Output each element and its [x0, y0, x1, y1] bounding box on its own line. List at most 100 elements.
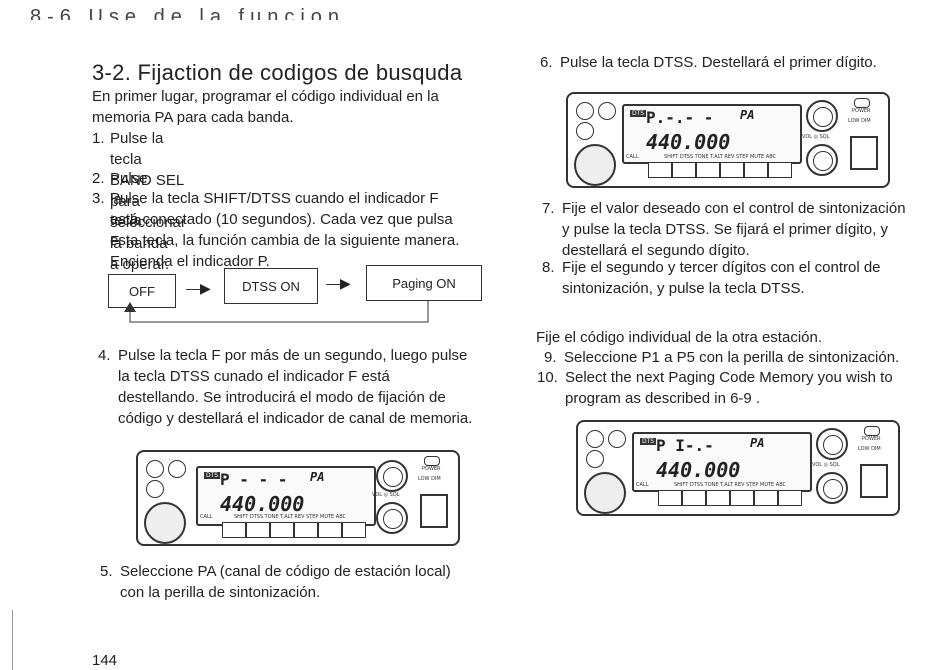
vol-sql-label: VOL ◎ SQL: [812, 462, 840, 468]
arrow-right-icon: —▶: [186, 280, 211, 296]
lcd-pa-readout: PA: [740, 108, 755, 122]
lcd-paging-readout: P I-.-: [656, 436, 714, 455]
lcd-frequency: 440.000: [220, 492, 305, 516]
step-number: 4.: [98, 347, 111, 364]
lcd-paging-readout: P.-.- -: [646, 108, 714, 127]
step-line: está conectado (10 segundos). Cada vez q…: [110, 211, 453, 228]
upper-knob-icon: [816, 428, 848, 460]
power-button-icon: [864, 426, 880, 436]
key-labels: SHIFT DTSS TONE T.ALT REV STEP MUTE ABC: [234, 514, 347, 520]
radio-panel-step10: DTS P I-.- PA 440.000 CALL SHIFT DTSS TO…: [576, 420, 900, 516]
tuning-knob-icon: [584, 472, 626, 514]
call-label: CALL: [626, 154, 639, 160]
function-key-row: [648, 162, 792, 178]
lcd-frequency: 440.000: [646, 130, 731, 154]
key-labels: SHIFT DTSS TONE T.ALT REV STEP MUTE ABC: [664, 154, 777, 160]
volume-knob-icon: [376, 502, 408, 534]
mic-jack-icon: [860, 464, 888, 498]
mr-button-icon: [608, 430, 626, 448]
flow-box-dtss-on: DTSS ON: [224, 268, 318, 304]
running-header: 8-6 Use de la funcion: [30, 6, 346, 20]
upper-knob-icon: [376, 460, 408, 492]
step-line: código y destellará el indicador de cana…: [118, 410, 473, 427]
step-line: Pulse la tecla DTSS. Destellará el prime…: [560, 54, 877, 71]
power-label: POWER: [862, 436, 881, 442]
upper-knob-icon: [806, 100, 838, 132]
step-number: 9.: [544, 349, 557, 366]
flow-return-line: [124, 300, 429, 323]
step-number: 3.: [92, 190, 105, 207]
step-line: Pulse la tecla BAND SEL para seleccionar…: [110, 130, 186, 252]
mr-button-icon: [168, 460, 186, 478]
step-line: Fije el valor deseado con el control de …: [562, 200, 906, 217]
steps-1-3: 1. Pulse la tecla BAND SEL para seleccio…: [92, 128, 512, 273]
step-number: 7.: [542, 200, 555, 217]
dts-indicator: DTS: [204, 472, 221, 479]
lcd-display: DTS P I-.- PA 440.000: [632, 432, 812, 492]
step-line: destellará el segundo dígito.: [562, 242, 750, 259]
lcd-frequency: 440.000: [656, 458, 741, 482]
other-station-intro: Fije el código individual de la otra est…: [536, 329, 823, 346]
step-line: program as described in 6-9 .: [565, 390, 761, 407]
key-labels: SHIFT DTSS TONE T.ALT REV STEP MUTE ABC: [674, 482, 787, 488]
low-dim-label: LOW DIM: [848, 118, 871, 124]
margin-line: [12, 610, 13, 670]
low-dim-label: LOW DIM: [858, 446, 881, 452]
step-number: 6.: [540, 54, 553, 71]
power-label: POWER: [422, 466, 441, 472]
step-line: sintonización, y pulse la tecla DTSS.: [562, 280, 805, 297]
dts-indicator: DTS: [640, 438, 657, 445]
lcd-pa-readout: PA: [750, 436, 765, 450]
intro-paragraph: En primer lugar, programar el código ind…: [92, 88, 439, 126]
volume-knob-icon: [806, 144, 838, 176]
step-number: 8.: [542, 259, 555, 276]
mr-button-icon: [598, 102, 616, 120]
tuning-knob-icon: [144, 502, 186, 544]
step-line: esta tecla, la función cambia de la sigu…: [110, 232, 460, 249]
step-number: 2.: [92, 170, 105, 187]
step-line: Pulse la tecla SHIFT/DTSS cuando el indi…: [110, 190, 439, 207]
step-line: Pulse la tecla F por más de un segundo, …: [118, 347, 468, 364]
mic-jack-icon: [850, 136, 878, 170]
step-line: Seleccione P1 a P5 con la perilla de sin…: [564, 349, 900, 366]
call-label: CALL: [636, 482, 649, 488]
step-line: Pulse la tecla F.: [110, 170, 148, 250]
power-button-icon: [424, 456, 440, 466]
mhz-button-icon: [586, 450, 604, 468]
flow-box-off: OFF: [108, 274, 176, 308]
power-button-icon: [854, 98, 870, 108]
mhz-button-icon: [576, 122, 594, 140]
call-label: CALL: [200, 514, 213, 520]
step-number: 10.: [537, 369, 558, 386]
step-line: a operar.: [110, 256, 170, 273]
function-key-row: [658, 490, 802, 506]
step-line: Select the next Paging Code Memory you w…: [565, 369, 893, 386]
lcd-pa-readout: PA: [310, 470, 325, 484]
mic-jack-icon: [420, 494, 448, 528]
tuning-knob-icon: [574, 144, 616, 186]
step-line: y pulse la tecla DTSS. Se fijará el prim…: [562, 221, 888, 238]
lcd-display: DTS P - - - PA 440.000: [196, 466, 376, 526]
arrow-up-icon: [124, 302, 136, 312]
step-line: Encienda el indicador P.: [110, 253, 270, 270]
vol-sql-label: VOL ◎ SQL: [802, 134, 830, 140]
lcd-paging-readout: P - - -: [220, 470, 288, 489]
function-key-row: [222, 522, 366, 538]
vfo-mr-button-icon: [576, 102, 594, 120]
step-line: Fije el segundo y tercer dígitos con el …: [562, 259, 881, 276]
vfo-mr-button-icon: [146, 460, 164, 478]
mhz-button-icon: [146, 480, 164, 498]
page-number: 144: [92, 652, 118, 669]
step-number: 1.: [92, 130, 105, 147]
radio-panel-step6: DTS P.-.- - PA 440.000 CALL SHIFT DTSS T…: [566, 92, 890, 188]
volume-knob-icon: [816, 472, 848, 504]
vol-sql-label: VOL ◎ SQL: [372, 492, 400, 498]
step-line: destellando. Se introducirá el modo de f…: [118, 389, 446, 406]
power-label: POWER: [852, 108, 871, 114]
step-line: con la perilla de sintonización.: [120, 584, 321, 601]
low-dim-label: LOW DIM: [418, 476, 441, 482]
step-number: 5.: [100, 563, 113, 580]
arrow-right-icon: —▶: [326, 275, 351, 291]
radio-panel-step4: DTS P - - - PA 440.000 CALL SHIFT DTSS T…: [136, 450, 460, 546]
step-line: la tecla DTSS cunado el indicador F está: [118, 368, 390, 385]
